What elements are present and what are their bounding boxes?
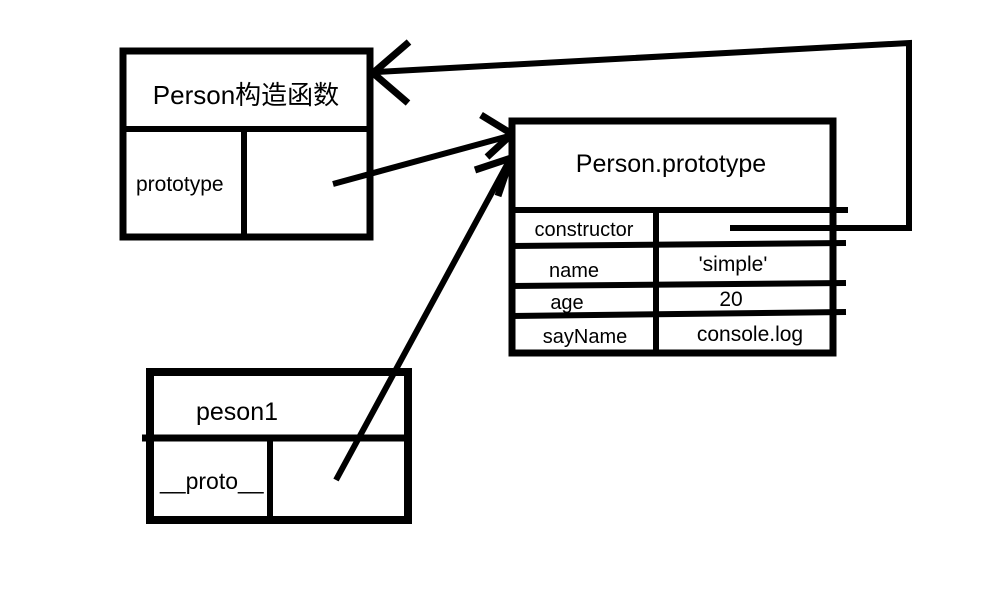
arrowhead-up-right-barb: [494, 156, 515, 198]
person-constructor-box: Person构造函数 prototype: [119, 47, 374, 241]
arrowhead-left-upper-barb: [370, 39, 412, 76]
arrow-proto-to-prototype-object: [333, 154, 515, 482]
arrow-constructor-to-constructor-function: [370, 39, 912, 231]
sayname-value: console.log: [697, 323, 803, 346]
name-row-divider: [511, 280, 847, 289]
arrow-shaft: [332, 133, 510, 187]
arrow-prototype-to-prototype-object: [332, 112, 515, 187]
constructor-row-divider: [511, 240, 847, 249]
arrow-shaft: [333, 159, 512, 482]
age-row-divider: [511, 309, 847, 319]
arrowhead-up-left-barb: [473, 154, 513, 174]
arrowhead-right-upper-barb: [479, 112, 514, 137]
arrowhead-right-lower-barb: [484, 131, 515, 160]
age-value: 20: [719, 288, 742, 311]
person1-box: peson1 __proto__: [142, 368, 412, 524]
age-key-label: age: [550, 292, 583, 314]
prototype-field-label: prototype: [136, 173, 224, 196]
proto-field-label: __proto__: [159, 468, 265, 494]
arrowhead-left-lower-barb: [370, 70, 411, 106]
name-value: 'simple': [699, 253, 768, 276]
person1-title: peson1: [196, 398, 278, 426]
arrow-shaft: [376, 39, 912, 231]
person-prototype-outline: [508, 117, 837, 357]
sayname-key-label: sayName: [543, 326, 627, 348]
constructor-key-label: constructor: [535, 219, 634, 241]
person-constructor-title: Person构造函数: [153, 80, 339, 110]
name-key-label: name: [549, 260, 599, 282]
person-prototype-box: Person.prototype constructor name 'simpl…: [508, 117, 848, 357]
person1-outline: [146, 368, 412, 524]
person-prototype-title: Person.prototype: [576, 150, 766, 178]
